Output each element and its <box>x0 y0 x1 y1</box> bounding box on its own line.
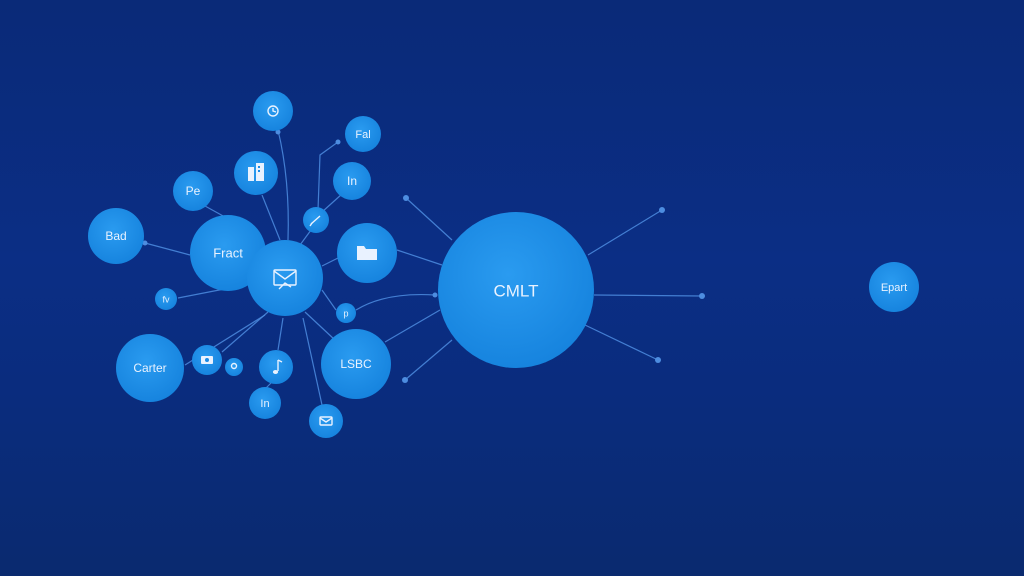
node-label: Carter <box>133 361 166 375</box>
camera-icon <box>201 356 213 364</box>
edge-cmlt-right-down <box>584 324 659 361</box>
mail-chart-icon <box>273 269 297 290</box>
edge-cmlt-left-up <box>405 197 453 241</box>
node-mail[interactable] <box>309 404 343 438</box>
node-hub[interactable] <box>247 240 323 316</box>
node-pencil[interactable] <box>303 207 329 233</box>
edge-arrow <box>142 240 148 246</box>
node-label: CMLT <box>493 281 538 300</box>
node-label: Bad <box>105 229 126 243</box>
edge-hub-folder <box>321 257 339 267</box>
node-music[interactable] <box>259 350 293 384</box>
node-folder[interactable] <box>337 223 397 283</box>
node-building[interactable] <box>234 151 278 195</box>
node-p[interactable]: p <box>336 303 356 323</box>
edge-arrow <box>402 377 408 383</box>
edge-folder-cmlt <box>396 249 443 266</box>
node-fract[interactable]: Fract <box>190 215 266 291</box>
node-bad[interactable]: Bad <box>88 208 144 264</box>
edge-hub-top <box>277 129 289 241</box>
edge-lsbc-cmlt <box>384 309 441 343</box>
node-label: Epart <box>881 282 907 294</box>
edge-arrow <box>275 129 281 135</box>
node-epart[interactable]: Epart <box>869 262 919 312</box>
node-in-bottom[interactable]: In <box>249 387 281 419</box>
edge-arrow <box>659 207 665 213</box>
node-label: fv <box>162 294 170 304</box>
music-note-icon <box>272 359 283 374</box>
node-cmlt[interactable]: CMLT <box>438 212 594 368</box>
node-label: In <box>260 398 269 410</box>
edge-hub-p <box>321 289 337 311</box>
edge-arrow <box>655 357 661 363</box>
node-pe[interactable]: Pe <box>173 171 213 211</box>
node-pin[interactable] <box>225 358 243 376</box>
edge-arrow <box>403 195 409 201</box>
edge-cmlt-right <box>593 294 703 297</box>
node-label: Fal <box>355 129 370 141</box>
edge-arrow <box>335 139 341 145</box>
clock-icon <box>267 105 279 117</box>
node-carter[interactable]: Carter <box>116 334 184 402</box>
node-top-clock[interactable] <box>253 91 293 131</box>
node-label: LSBC <box>340 357 372 371</box>
envelope-icon <box>319 416 333 426</box>
edge-hub-lsbc <box>304 311 336 341</box>
edge-hub-building <box>261 194 281 241</box>
edge-cmlt-right-up <box>587 209 663 256</box>
edge-pencil-in-top <box>321 193 343 213</box>
node-label: In <box>347 174 357 188</box>
edge-fract-bad <box>144 242 191 256</box>
edge-arrow <box>699 293 705 299</box>
edge-pencil-fal <box>317 141 339 211</box>
node-label: p <box>343 308 348 318</box>
folder-icon <box>357 246 377 260</box>
pencil-icon <box>309 215 321 227</box>
pin-icon <box>230 362 238 370</box>
edge-hub-camera <box>221 311 269 353</box>
edge-hub-music <box>277 317 284 351</box>
edge-fract-pe <box>204 205 226 218</box>
node-label: Fract <box>213 245 243 260</box>
node-in-top[interactable]: In <box>333 162 371 200</box>
edge-p-cmlt <box>355 294 436 311</box>
node-fv[interactable]: fv <box>155 288 177 310</box>
node-lsbc[interactable]: LSBC <box>321 329 391 399</box>
building-icon <box>248 163 264 181</box>
edge-arrow <box>432 292 438 298</box>
node-camera[interactable] <box>192 345 222 375</box>
edge-cmlt-left-down <box>404 339 453 381</box>
node-label: Pe <box>186 184 201 198</box>
edge-hub-mail <box>302 317 323 406</box>
node-fal[interactable]: Fal <box>345 116 381 152</box>
